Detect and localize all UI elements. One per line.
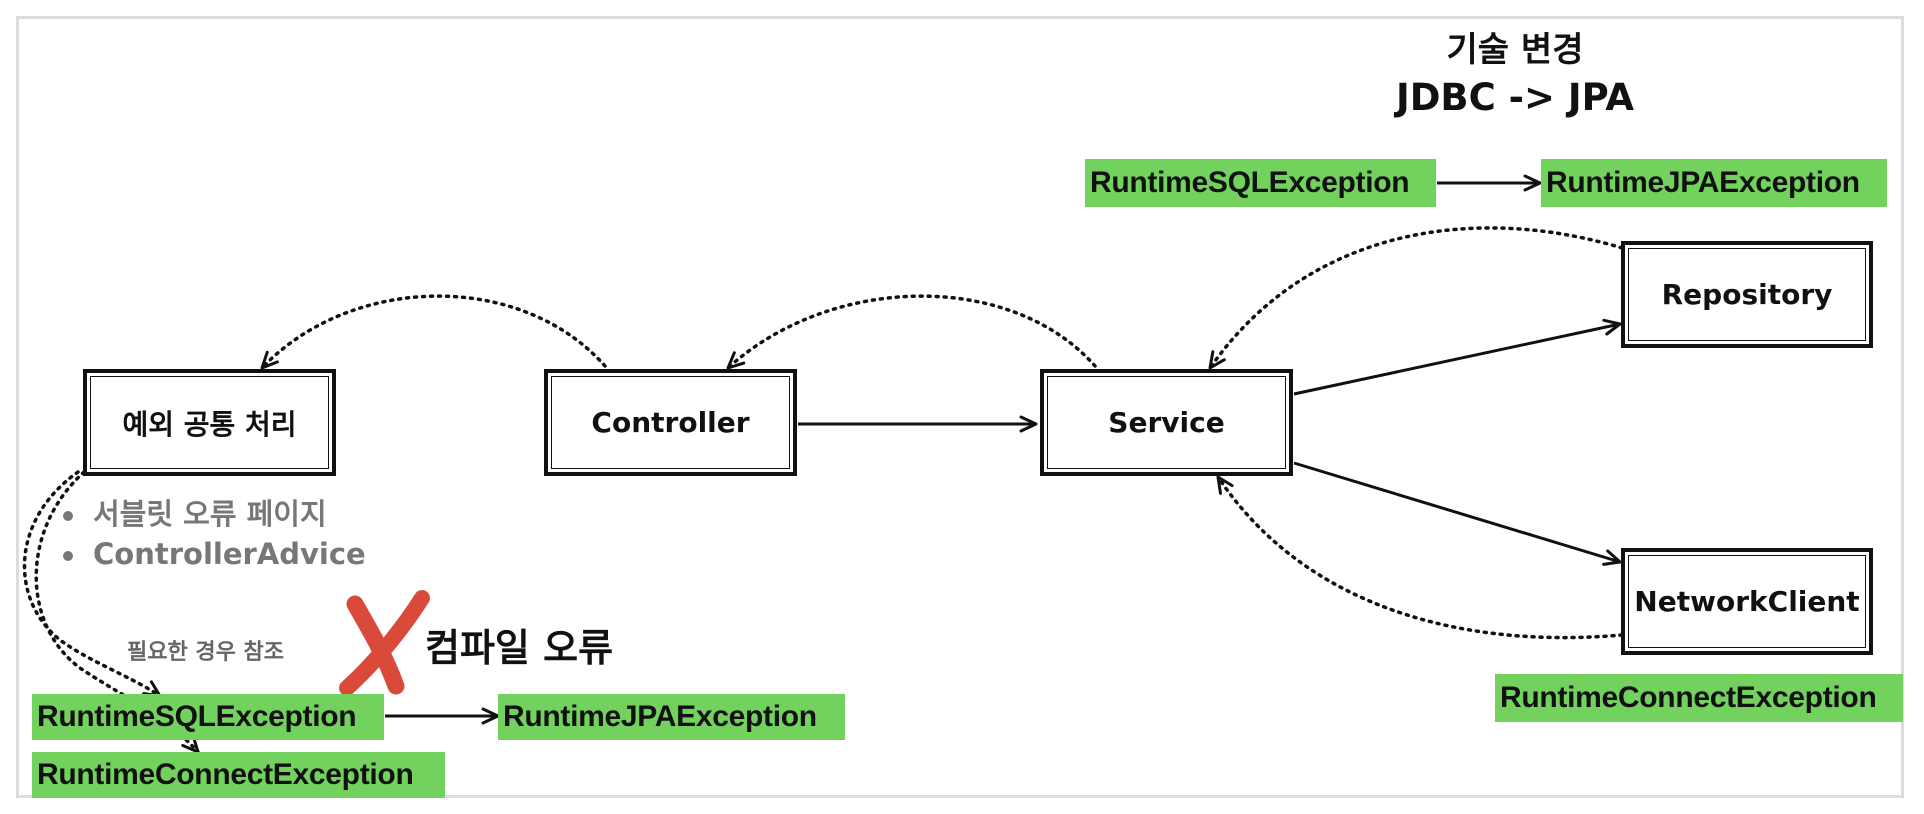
repository-box: Repository (1621, 241, 1873, 348)
bullet-icon (63, 551, 73, 561)
dotted-arrow-repository-to-service (1208, 226, 1624, 370)
reference-note: 필요한 경우 참조 (127, 640, 284, 665)
exception-handler-box: 예외 공통 처리 (83, 369, 336, 476)
title-line-2: JDBC -> JPA (1395, 76, 1635, 119)
service-box: Service (1040, 369, 1293, 476)
arrow-service-to-repository (1293, 318, 1622, 396)
handler-list-item-controller-advice: ControllerAdvice (63, 537, 366, 571)
dotted-arrow-handler-to-connect (34, 470, 200, 754)
dotted-arrow-service-to-controller (726, 294, 1097, 370)
top-runtime-jpa-exception: RuntimeJPAException (1541, 159, 1887, 207)
diagram-frame (16, 16, 1904, 798)
bottom-runtime-connect-exception: RuntimeConnectException (32, 752, 445, 798)
arrow-service-to-networkclient (1293, 461, 1622, 566)
controller-box: Controller (544, 369, 797, 476)
dotted-arrow-networkclient-to-service (1216, 475, 1624, 640)
red-x-icon (339, 590, 430, 696)
compile-error-label: 컴파일 오류 (425, 626, 614, 670)
network-runtime-connect-exception: RuntimeConnectException (1495, 674, 1903, 722)
title-line-1: 기술 변경 (1446, 30, 1584, 70)
dotted-arrow-controller-to-handler (260, 294, 607, 370)
bullet-icon (63, 511, 73, 521)
bottom-runtime-jpa-exception: RuntimeJPAException (498, 694, 845, 740)
bottom-runtime-sql-exception: RuntimeSQLException (32, 694, 384, 740)
networkclient-box: NetworkClient (1621, 548, 1873, 655)
top-runtime-sql-exception: RuntimeSQLException (1085, 159, 1436, 207)
handler-list-item-servlet-error-page: 서블릿 오류 페이지 (63, 491, 327, 533)
